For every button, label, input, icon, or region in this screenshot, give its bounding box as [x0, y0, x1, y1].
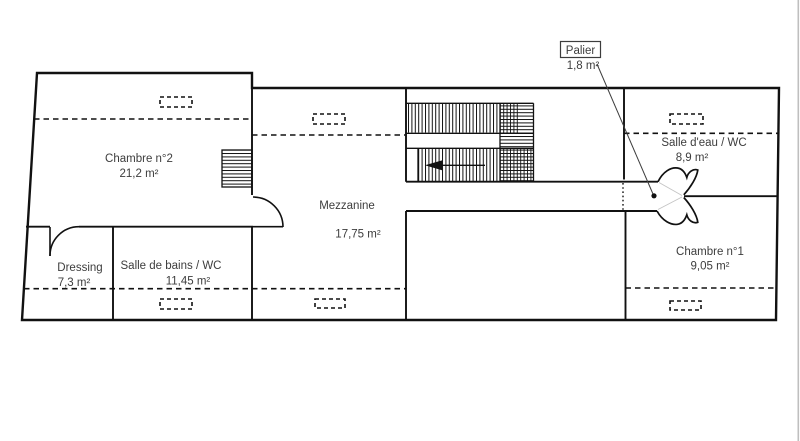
room-label-dressing: Dressing 7,3 m² — [57, 262, 102, 289]
outer-walls — [20, 71, 781, 322]
room-label-salle-de-bains: Salle de bains / WC 11,45 m² — [121, 260, 222, 288]
callout-label-box — [559, 40, 602, 59]
room-name: Chambre n°1 — [676, 246, 744, 258]
roof-window — [312, 113, 346, 125]
palier-area: 1,8 m² — [567, 60, 600, 72]
callout-leader-dot — [651, 193, 657, 199]
room-label-salle-deau: Salle d'eau / WC 8,9 m² — [661, 137, 746, 164]
room-area: 9,05 m² — [691, 261, 730, 273]
roof-window — [159, 298, 193, 310]
room-name: Salle de bains / WC — [121, 260, 222, 272]
room-area: 11,45 m² — [166, 276, 211, 288]
roof-window — [669, 113, 704, 125]
roof-window — [159, 96, 193, 108]
room-name: Salle d'eau / WC — [661, 137, 746, 149]
palier-label: Palier — [566, 45, 596, 57]
interior-walls — [26, 73, 778, 320]
stair-upper-run-hatch — [407, 104, 500, 133]
room-area: 7,3 m² — [58, 277, 91, 289]
dressing-door — [49, 225, 80, 257]
mezzanine-door — [252, 196, 284, 228]
callout-leader-line — [596, 63, 654, 195]
stair-winder-hatch — [500, 133, 534, 149]
palier-callout: Palier 1,8 m² — [559, 40, 657, 199]
roof-window — [314, 298, 346, 309]
room-label-chambre2: Chambre n°2 21,2 m² — [105, 153, 173, 180]
mezzanine-steps-hatch — [221, 149, 253, 188]
room-name: Chambre n°2 — [105, 153, 173, 165]
room-name: Dressing — [57, 262, 102, 274]
mezzanine-door-swing-arc — [252, 196, 284, 228]
room-area: 17,75 m² — [335, 229, 381, 241]
mezzanine-steps — [221, 149, 253, 188]
stair-direction-arrow-head — [425, 160, 442, 171]
roof-window — [669, 300, 702, 311]
room-area: 21,2 m² — [120, 168, 159, 180]
dressing-door-swing-arc — [49, 225, 80, 257]
room-label-mezzanine: Mezzanine 17,75 m² — [319, 200, 381, 241]
stair-winder-hatch — [520, 103, 534, 134]
main-staircase — [406, 102, 535, 182]
palier-door-lower-swing — [656, 196, 699, 226]
room-area: 8,9 m² — [676, 152, 709, 164]
room-label-chambre1: Chambre n°1 9,05 m² — [676, 246, 744, 273]
stair-winder-hatch — [500, 103, 520, 134]
palier-door-upper-swing — [657, 167, 699, 196]
palier-doors — [656, 167, 699, 226]
palier-door-leaf-lines — [657, 182, 683, 210]
stair-outline — [406, 102, 535, 182]
stair-winder-hatch — [500, 148, 534, 182]
room-name: Mezzanine — [319, 200, 375, 212]
